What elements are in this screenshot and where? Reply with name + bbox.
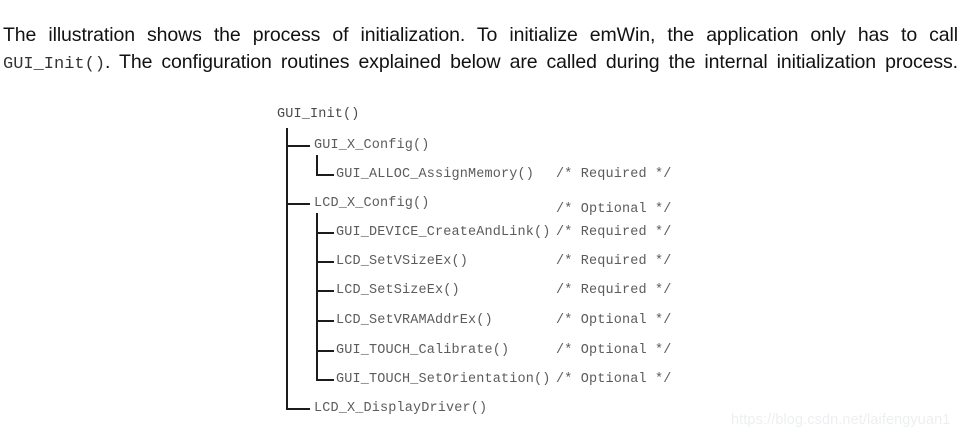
tree-comment-gui-touch-setorientation: /* Optional */ (556, 372, 672, 387)
tree-comment-gui-device-createandlink: /* Required */ (556, 225, 672, 240)
tree-comment-gui-touch-calibrate: /* Optional */ (556, 343, 672, 358)
tree-elbow-vertical-gui-alloc (316, 155, 318, 176)
tree-comment-lcd-setvramaddrex: /* Optional */ (556, 313, 672, 328)
intro-text-part1: The illustration shows the process of in… (3, 23, 958, 46)
tree-node-gui-touch-setorientation: GUI_TOUCH_SetOrientation() (336, 372, 551, 387)
tree-trunk-level2 (316, 213, 318, 381)
tree-node-gui-init: GUI_Init() (277, 107, 360, 122)
tree-node-lcd-x-displaydriver: LCD_X_DisplayDriver() (314, 401, 488, 416)
tree-comment-lcd-x-config: /* Optional */ (556, 202, 672, 217)
tree-branch-gui-touch-setorientation (316, 379, 334, 381)
intro-text-part2: . The configuration routines explained b… (105, 50, 958, 73)
tree-branch-gui-x-config (286, 145, 310, 147)
tree-trunk-level1 (286, 128, 288, 410)
tree-node-gui-x-config: GUI_X_Config() (314, 138, 430, 153)
tree-node-lcd-setvramaddrex: LCD_SetVRAMAddrEx() (336, 313, 493, 328)
tree-branch-lcd-setsizeex (316, 290, 334, 292)
tree-branch-lcd-x-displaydriver (286, 408, 310, 410)
tree-node-gui-touch-calibrate: GUI_TOUCH_Calibrate() (336, 343, 510, 358)
tree-branch-gui-device-createandlink (316, 232, 334, 234)
tree-branch-gui-touch-calibrate (316, 350, 334, 352)
tree-comment-lcd-setvsizeex: /* Required */ (556, 254, 672, 269)
tree-branch-lcd-setvramaddrex (316, 320, 334, 322)
tree-node-gui-alloc-assignmemory: GUI_ALLOC_AssignMemory() (336, 167, 535, 182)
inline-code-gui-init: GUI_Init() (3, 54, 106, 74)
tree-comment-gui-alloc-assignmemory: /* Required */ (556, 167, 672, 182)
intro-paragraph: The illustration shows the process of in… (3, 22, 958, 105)
tree-branch-lcd-setvsizeex (316, 261, 334, 263)
tree-node-lcd-setsizeex: LCD_SetSizeEx() (336, 283, 460, 298)
tree-branch-lcd-x-config (286, 203, 310, 205)
tree-node-lcd-x-config: LCD_X_Config() (314, 196, 430, 211)
csdn-blog-watermark: https://blog.csdn.net/laifengyuan1 (731, 412, 951, 428)
tree-node-gui-device-createandlink: GUI_DEVICE_CreateAndLink() (336, 225, 551, 240)
tree-comment-lcd-setsizeex: /* Required */ (556, 283, 672, 298)
tree-elbow-horizontal-gui-alloc (316, 174, 334, 176)
tree-node-lcd-setvsizeex: LCD_SetVSizeEx() (336, 254, 469, 269)
